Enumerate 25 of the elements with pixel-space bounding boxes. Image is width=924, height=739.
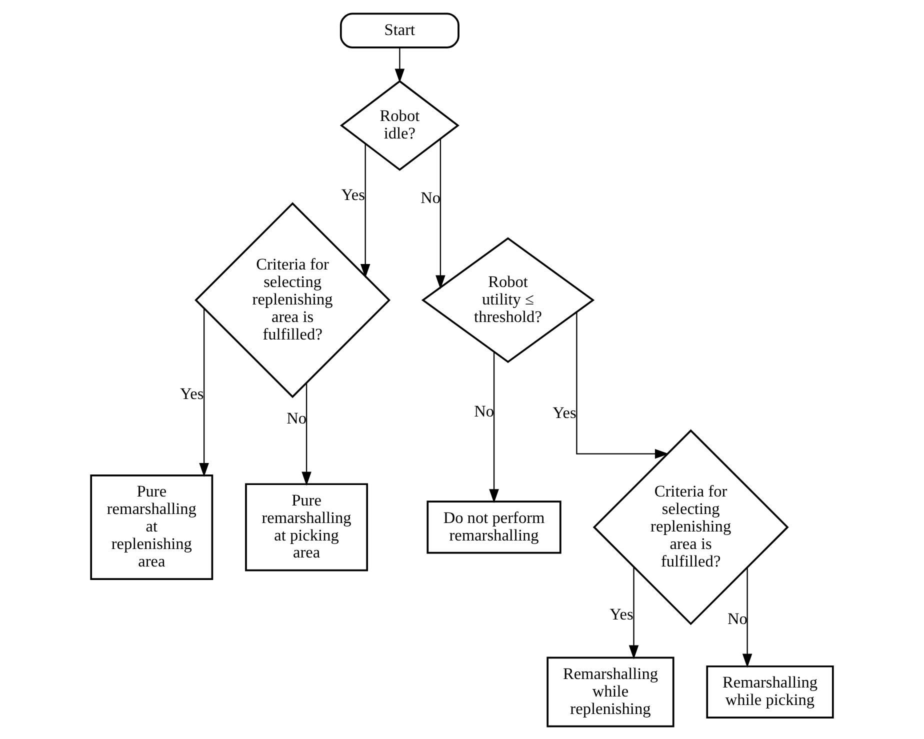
node-diamond: Robot idle? — [340, 80, 460, 170]
node-box: Pure remarshalling at picking area — [245, 482, 368, 571]
edge-label: No — [420, 188, 441, 207]
arrow — [628, 566, 639, 659]
edge-label: No — [286, 408, 307, 427]
arrow — [576, 312, 669, 458]
arrow — [489, 352, 499, 503]
arrow — [199, 308, 209, 476]
edge-label: Yes — [180, 384, 204, 403]
node-box: Do not perform remarshalling — [426, 500, 562, 554]
edge-label: Yes — [552, 402, 576, 422]
node-box: Remarshalling while picking — [706, 664, 834, 718]
arrow — [742, 567, 752, 668]
node-diamond: Robot utility ≤ threshold? — [421, 236, 595, 362]
edge-label: No — [727, 608, 748, 628]
arrow — [302, 382, 312, 486]
arrow — [436, 138, 446, 289]
arrow — [394, 47, 405, 82]
node-box: Start — [340, 12, 460, 48]
node-box: Pure remarshalling at replenishing area — [90, 474, 214, 580]
edge-label: Yes — [610, 604, 634, 624]
edge-label: Yes — [341, 184, 365, 204]
arrow — [360, 143, 370, 278]
node-box: Remarshalling while replenishing — [546, 656, 674, 727]
edge-label: No — [474, 401, 494, 420]
